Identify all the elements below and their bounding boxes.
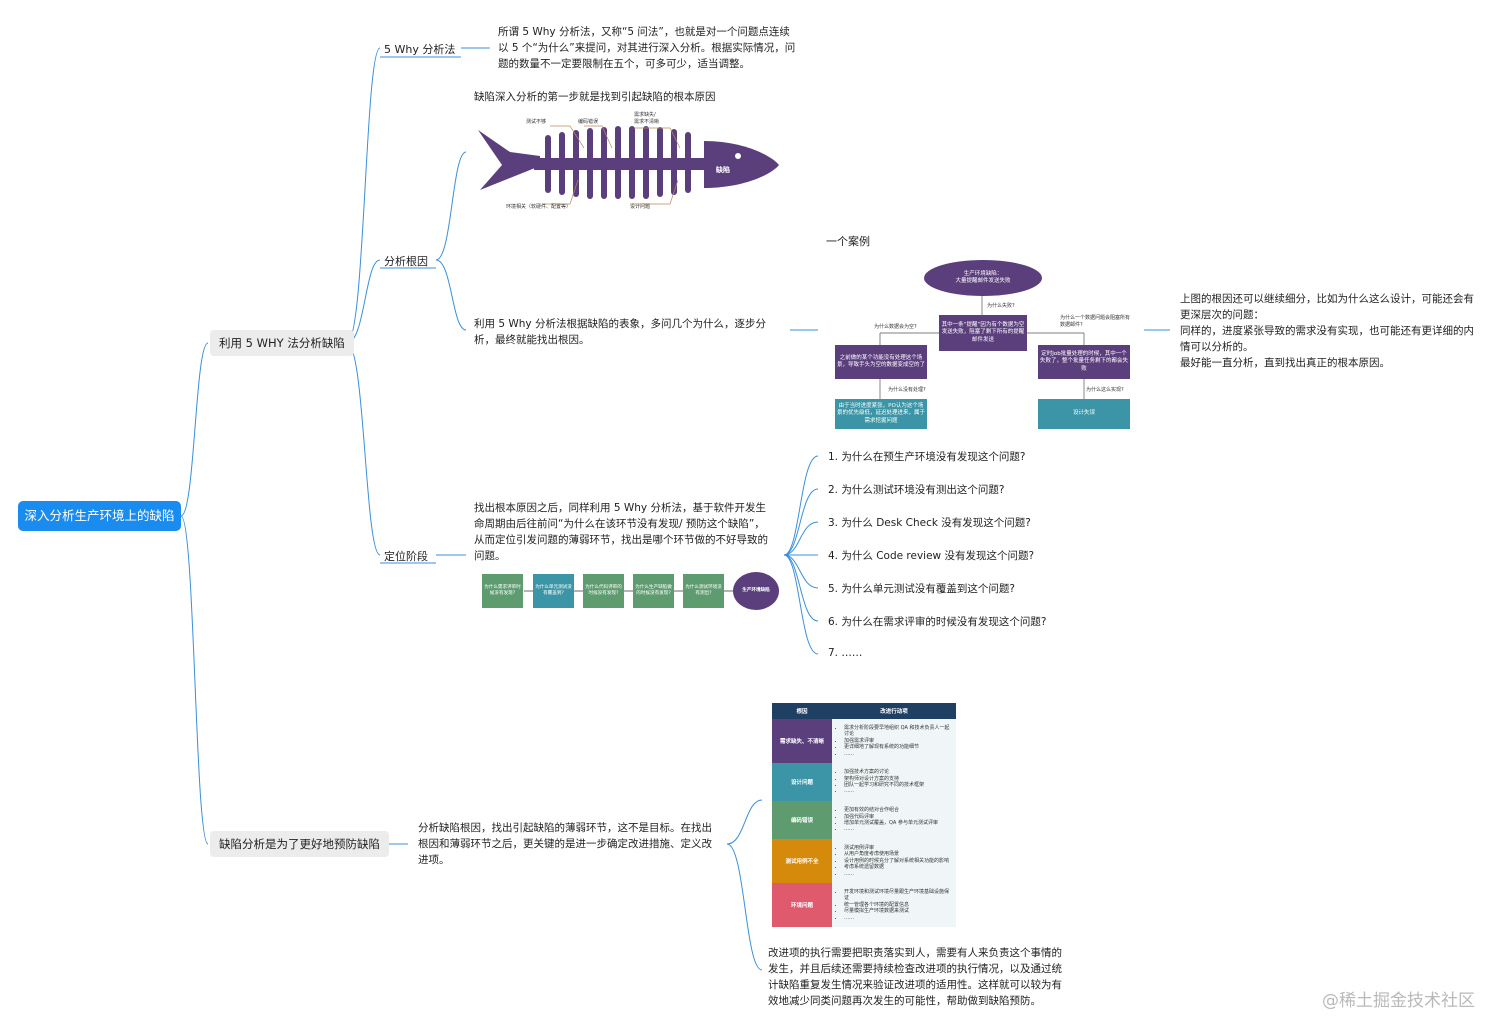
locate-description: 找出根本原因之后，同样利用 5 Why 分析法，基于软件开发生 命周期由后往前问…	[474, 502, 768, 562]
chain-box-4[interactable]: 为什么生产缺陷做的时候没有发现?	[633, 574, 674, 608]
table-cell-cause: 测试用例不全	[772, 839, 832, 883]
chain-start-defect[interactable]: 生产环境缺陷	[733, 572, 779, 610]
fish-eye	[735, 153, 741, 159]
case-right-root[interactable]: 设计失误	[1038, 399, 1130, 429]
fish-head-label: 缺陷	[715, 165, 730, 174]
improvement-table: 根因 改进行动项 需求缺失、不清晰 需求分析阶段要早地组织 QA 和技术负责人一…	[772, 703, 956, 927]
table-cell-cause: 环境问题	[772, 883, 832, 927]
fish-label-testing: 测试不够	[526, 118, 546, 125]
case-left-root[interactable]: 由于当时进度紧张，PO认为这个场景的优先级低，延迟处理进来，属于需求挖掘问题	[835, 399, 927, 429]
case-cause-node[interactable]: 其中一条“提醒”因为有个数据为空发送失败，阻塞了剩下所有的提醒邮件发送	[939, 315, 1027, 351]
case-tree-lines	[879, 293, 1085, 399]
branch-5why[interactable]: 利用 5 WHY 法分析缺陷	[210, 330, 354, 356]
prevention-description: 分析缺陷根因，找出引起缺陷的薄弱环节，这不是目标。在找出 根因和薄弱环节之后，更…	[418, 822, 712, 866]
chain-box-5[interactable]: 为什么测试环境没有测出?	[683, 574, 724, 608]
table-header-action: 改进行动项	[832, 703, 956, 719]
fish-label-design: 设计问题	[630, 203, 650, 210]
chain-box-2[interactable]: 为什么单元测试没有覆盖到?	[533, 574, 574, 608]
branch-prevention[interactable]: 缺陷分析是为了更好地预防缺陷	[210, 831, 389, 857]
case-question-right: 为什么一个数据问题会阻塞所有数据邮件?	[1060, 315, 1131, 328]
root-cause-note: 上图的根因还可以继续细分，比如为什么这么设计，可能还会有 更深层次的问题： 同样…	[1180, 293, 1474, 369]
table-cell-actions: 更加有效的结对合作组合加强代码评审增加单元测试覆盖，QA 参与单元测试评审……	[832, 801, 956, 839]
followup-description: 改进项的执行需要把职责落实到人，需要有人来负责这个事情的 发生，并且后续还需要持…	[768, 947, 1062, 1007]
case-question-left2: 为什么没有处理?	[888, 387, 926, 393]
table-cell-cause: 需求缺失、不清晰	[772, 719, 832, 763]
case-question-why-fail: 为什么失败?	[987, 303, 1015, 309]
fish-label-coding: 编码错误	[578, 118, 598, 125]
fishbone-diagram: 缺陷 测试不够 编码错误 需求缺失/ 需求不清晰 环境相关（软硬件、配置等） 设…	[478, 111, 779, 210]
table-cell-actions: 测试用例评审从用户角度考虑使用场景设计用例的时候充分了解对系统相关功能的影响考虑…	[832, 839, 956, 883]
topic-locate-stage[interactable]: 定位阶段	[384, 550, 428, 563]
watermark: @稀土掘金技术社区	[1322, 991, 1475, 1011]
fish-label-env: 环境相关（软硬件、配置等）	[506, 203, 571, 210]
fishbone-title: 缺陷深入分析的第一步就是找到引起缺陷的根本原因	[474, 91, 716, 103]
table-row: 设计问题 加强技术方案的讨论架构师对设计方案的支持团队一起学习和研究不同的技术框…	[772, 763, 956, 801]
case-question-right2: 为什么这么实现?	[1086, 387, 1124, 393]
table-cell-actions: 加强技术方案的讨论架构师对设计方案的支持团队一起学习和研究不同的技术框架……	[832, 763, 956, 801]
case-question-left: 为什么数据会为空?	[874, 324, 917, 330]
question-5[interactable]: 5. 为什么单元测试没有覆盖到这个问题?	[828, 583, 1015, 595]
fish-label-req1: 需求缺失/	[634, 111, 656, 118]
question-6[interactable]: 6. 为什么在需求评审的时候没有发现这个问题?	[828, 616, 1047, 628]
table-header-cause: 根因	[772, 703, 832, 719]
table-row: 编码错误 更加有效的结对合作组合加强代码评审增加单元测试覆盖，QA 参与单元测试…	[772, 801, 956, 839]
chain-box-3[interactable]: 为什么代码评审的时候没有发现?	[583, 574, 624, 608]
case-right-node[interactable]: 定时Job批量处理的时候，其中一个失败了，整个批量任务剩下的都会失败	[1038, 345, 1130, 379]
fish-label-req2: 需求不清晰	[634, 118, 659, 125]
table-cell-actions: 开发环境和测试环境尽量跟生产环境基础设施保证统一管理各个环境的配置信息尽量模拟生…	[832, 883, 956, 927]
question-4[interactable]: 4. 为什么 Code review 没有发现这个问题?	[828, 550, 1035, 562]
root-topic[interactable]: 深入分析生产环境上的缺陷	[18, 501, 181, 531]
root-cause-description: 利用 5 Why 分析法根据缺陷的表象，多问几个为什么，逐步分 析，最终就能找出…	[474, 318, 766, 346]
table-row: 环境问题 开发环境和测试环境尽量跟生产环境基础设施保证统一管理各个环境的配置信息…	[772, 883, 956, 927]
fish-tail	[478, 130, 540, 190]
case-title: 一个案例	[826, 235, 870, 248]
table-cell-actions: 需求分析阶段要早地组织 QA 和技术负责人一起讨论加强需求评审更详细地了解现有系…	[832, 719, 956, 763]
case-defect-node[interactable]: 生产环境缺陷：大量提醒邮件发送失败	[924, 260, 1042, 296]
topic-root-cause[interactable]: 分析根因	[384, 255, 428, 268]
table-cell-cause: 设计问题	[772, 763, 832, 801]
case-left-node[interactable]: 之前做的某个功能没有处理这个场景，导致手头为空的数据变成空的了	[835, 345, 927, 379]
chain-box-1[interactable]: 为什么需求评审时候没有发现?	[482, 574, 523, 608]
question-1[interactable]: 1. 为什么在预生产环境没有发现这个问题?	[828, 451, 1026, 463]
question-2[interactable]: 2. 为什么测试环境没有测出这个问题?	[828, 484, 1005, 496]
question-7[interactable]: 7. ……	[828, 647, 863, 659]
table-row: 测试用例不全 测试用例评审从用户角度考虑使用场景设计用例的时候充分了解对系统相关…	[772, 839, 956, 883]
question-3[interactable]: 3. 为什么 Desk Check 没有发现这个问题?	[828, 517, 1031, 529]
table-row: 需求缺失、不清晰 需求分析阶段要早地组织 QA 和技术负责人一起讨论加强需求评审…	[772, 719, 956, 763]
5why-description: 所谓 5 Why 分析法，又称“5 问法”，也就是对一个问题点连续 以 5 个“…	[498, 26, 796, 70]
fish-head	[704, 141, 779, 188]
chain-arrows	[524, 590, 734, 592]
table-cell-cause: 编码错误	[772, 801, 832, 839]
topic-5why-method[interactable]: 5 Why 分析法	[384, 43, 456, 56]
